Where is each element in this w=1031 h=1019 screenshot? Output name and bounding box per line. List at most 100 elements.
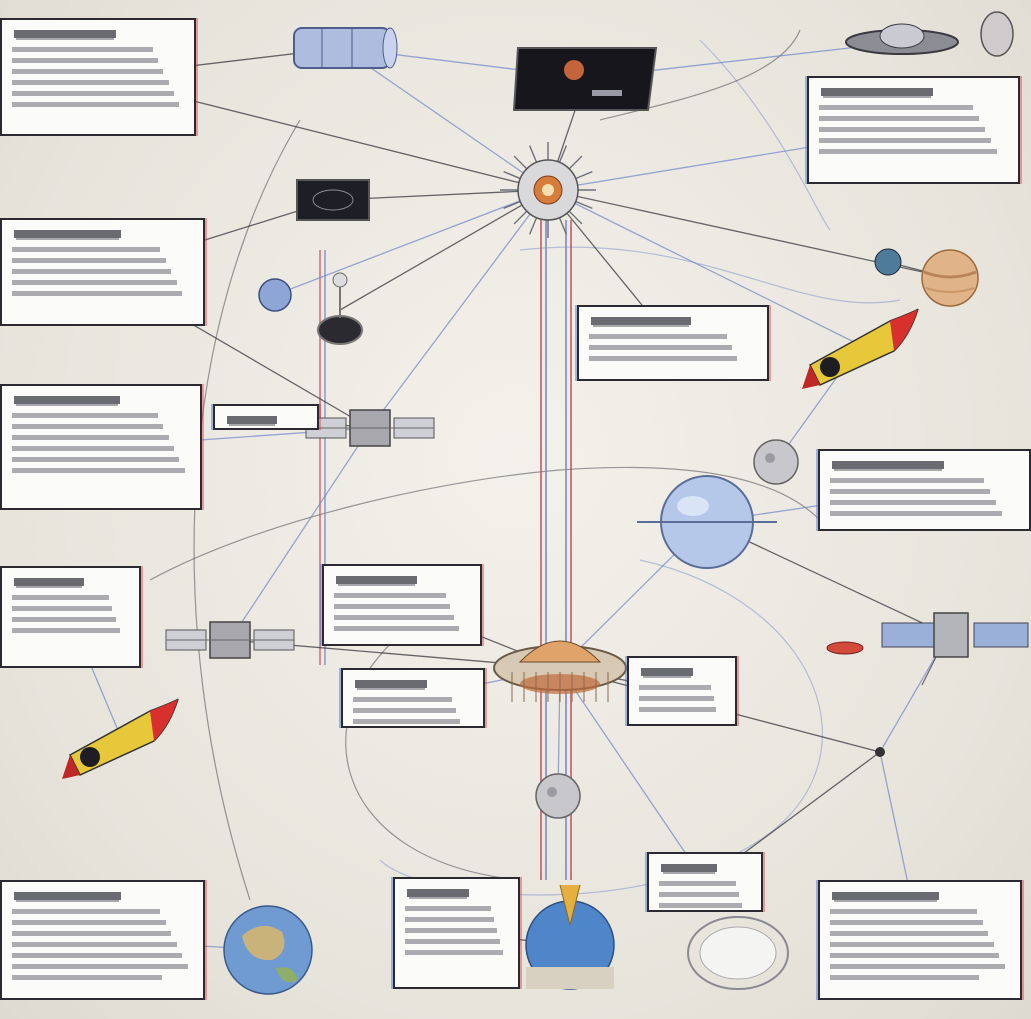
panel-text-placeholder bbox=[830, 942, 994, 947]
panel-text-placeholder bbox=[639, 696, 714, 701]
panel-text-placeholder bbox=[830, 511, 1002, 516]
panel-text-placeholder bbox=[12, 291, 183, 296]
panel-text-placeholder bbox=[589, 356, 737, 361]
panel-text-placeholder bbox=[830, 931, 989, 936]
panel-text-placeholder bbox=[12, 975, 162, 980]
orbit-path bbox=[699, 39, 831, 231]
panel-text-placeholder bbox=[405, 939, 501, 944]
panel-text-placeholder bbox=[12, 953, 183, 958]
panel-heading-placeholder bbox=[661, 864, 717, 872]
panel-text-placeholder bbox=[830, 953, 1000, 958]
panel-text-placeholder bbox=[12, 617, 117, 622]
connector-line bbox=[547, 189, 861, 346]
rocket-icon bbox=[802, 308, 919, 389]
cylinder-module-icon bbox=[293, 27, 398, 69]
panel-text-placeholder bbox=[405, 906, 491, 911]
node-icon bbox=[875, 747, 885, 757]
lander-icon bbox=[317, 272, 363, 345]
panel-heading-placeholder bbox=[14, 396, 120, 404]
panel-heading-placeholder bbox=[14, 230, 122, 238]
panel-text-placeholder bbox=[12, 606, 113, 611]
panel-text-placeholder bbox=[12, 435, 169, 440]
info-panel bbox=[0, 384, 202, 510]
panel-text-placeholder bbox=[12, 58, 159, 63]
info-panel bbox=[341, 668, 485, 728]
panel-text-placeholder bbox=[12, 247, 160, 252]
panel-heading-placeholder bbox=[832, 461, 944, 469]
panel-text-placeholder bbox=[12, 457, 180, 462]
rocket-icon bbox=[62, 698, 179, 779]
panel-text-placeholder bbox=[405, 917, 494, 922]
display-screen-icon bbox=[512, 47, 658, 111]
panel-text-placeholder bbox=[12, 446, 174, 451]
panel-text-placeholder bbox=[589, 345, 732, 350]
panel-text-placeholder bbox=[819, 127, 985, 132]
info-panel bbox=[627, 656, 737, 726]
solar-panel-satellite-icon bbox=[881, 612, 1029, 686]
panel-text-placeholder bbox=[12, 628, 120, 633]
connector-line bbox=[341, 47, 549, 191]
info-panel bbox=[0, 880, 205, 1000]
globe-icon bbox=[525, 884, 615, 990]
orbit-path bbox=[193, 119, 301, 901]
panel-text-placeholder bbox=[819, 138, 991, 143]
info-panel bbox=[818, 449, 1031, 531]
info-panel bbox=[577, 305, 769, 381]
flying-saucer-icon bbox=[845, 23, 959, 55]
panel-text-placeholder bbox=[353, 708, 456, 713]
orbit-path bbox=[519, 246, 901, 304]
info-panel bbox=[393, 877, 520, 989]
panel-text-placeholder bbox=[12, 424, 164, 429]
panel-text-placeholder bbox=[12, 942, 177, 947]
panel-text-placeholder bbox=[830, 500, 996, 505]
panel-text-placeholder bbox=[405, 950, 504, 955]
panel-text-placeholder bbox=[353, 719, 460, 724]
panel-text-placeholder bbox=[12, 80, 169, 85]
panel-text-placeholder bbox=[334, 626, 459, 631]
panel-text-placeholder bbox=[334, 615, 455, 620]
panel-text-placeholder bbox=[639, 685, 711, 690]
orbit-path bbox=[149, 466, 821, 581]
panel-text-placeholder bbox=[353, 697, 453, 702]
connector-line bbox=[229, 427, 371, 641]
panel-heading-placeholder bbox=[821, 88, 933, 96]
panel-text-placeholder bbox=[819, 116, 980, 121]
panel-text-placeholder bbox=[12, 920, 166, 925]
connector-line bbox=[559, 667, 706, 883]
panel-text-placeholder bbox=[830, 975, 980, 980]
small-planet-icon bbox=[258, 278, 292, 312]
info-panel bbox=[213, 404, 319, 430]
panel-text-placeholder bbox=[334, 593, 446, 598]
panel-heading-placeholder bbox=[641, 668, 694, 676]
panel-text-placeholder bbox=[830, 920, 983, 925]
satellite-icon bbox=[165, 621, 295, 659]
moon-icon bbox=[753, 439, 799, 485]
panel-text-placeholder bbox=[12, 91, 174, 96]
panel-text-placeholder bbox=[12, 69, 164, 74]
blue-orb-icon bbox=[874, 248, 902, 276]
space-station-icon bbox=[500, 142, 596, 238]
panel-heading-placeholder bbox=[832, 892, 939, 900]
panel-text-placeholder bbox=[830, 964, 1005, 969]
panel-heading-placeholder bbox=[355, 680, 427, 688]
meteor-icon bbox=[826, 641, 864, 655]
info-panel bbox=[322, 564, 482, 646]
saucer-station-icon bbox=[493, 640, 627, 702]
panel-text-placeholder bbox=[12, 280, 177, 285]
info-panel bbox=[818, 880, 1022, 1000]
panel-text-placeholder bbox=[12, 595, 109, 600]
ring-icon bbox=[687, 916, 789, 990]
panel-text-placeholder bbox=[659, 903, 742, 908]
panel-text-placeholder bbox=[12, 269, 172, 274]
panel-text-placeholder bbox=[830, 489, 991, 494]
monitor-icon bbox=[296, 179, 370, 221]
moon-icon bbox=[535, 773, 581, 819]
panel-text-placeholder bbox=[589, 334, 727, 339]
panel-text-placeholder bbox=[405, 928, 498, 933]
panel-heading-placeholder bbox=[336, 576, 418, 584]
panel-text-placeholder bbox=[659, 881, 736, 886]
connector-line bbox=[274, 189, 549, 296]
panel-heading-placeholder bbox=[407, 889, 470, 897]
panel-text-placeholder bbox=[12, 909, 160, 914]
panel-text-placeholder bbox=[819, 149, 997, 154]
